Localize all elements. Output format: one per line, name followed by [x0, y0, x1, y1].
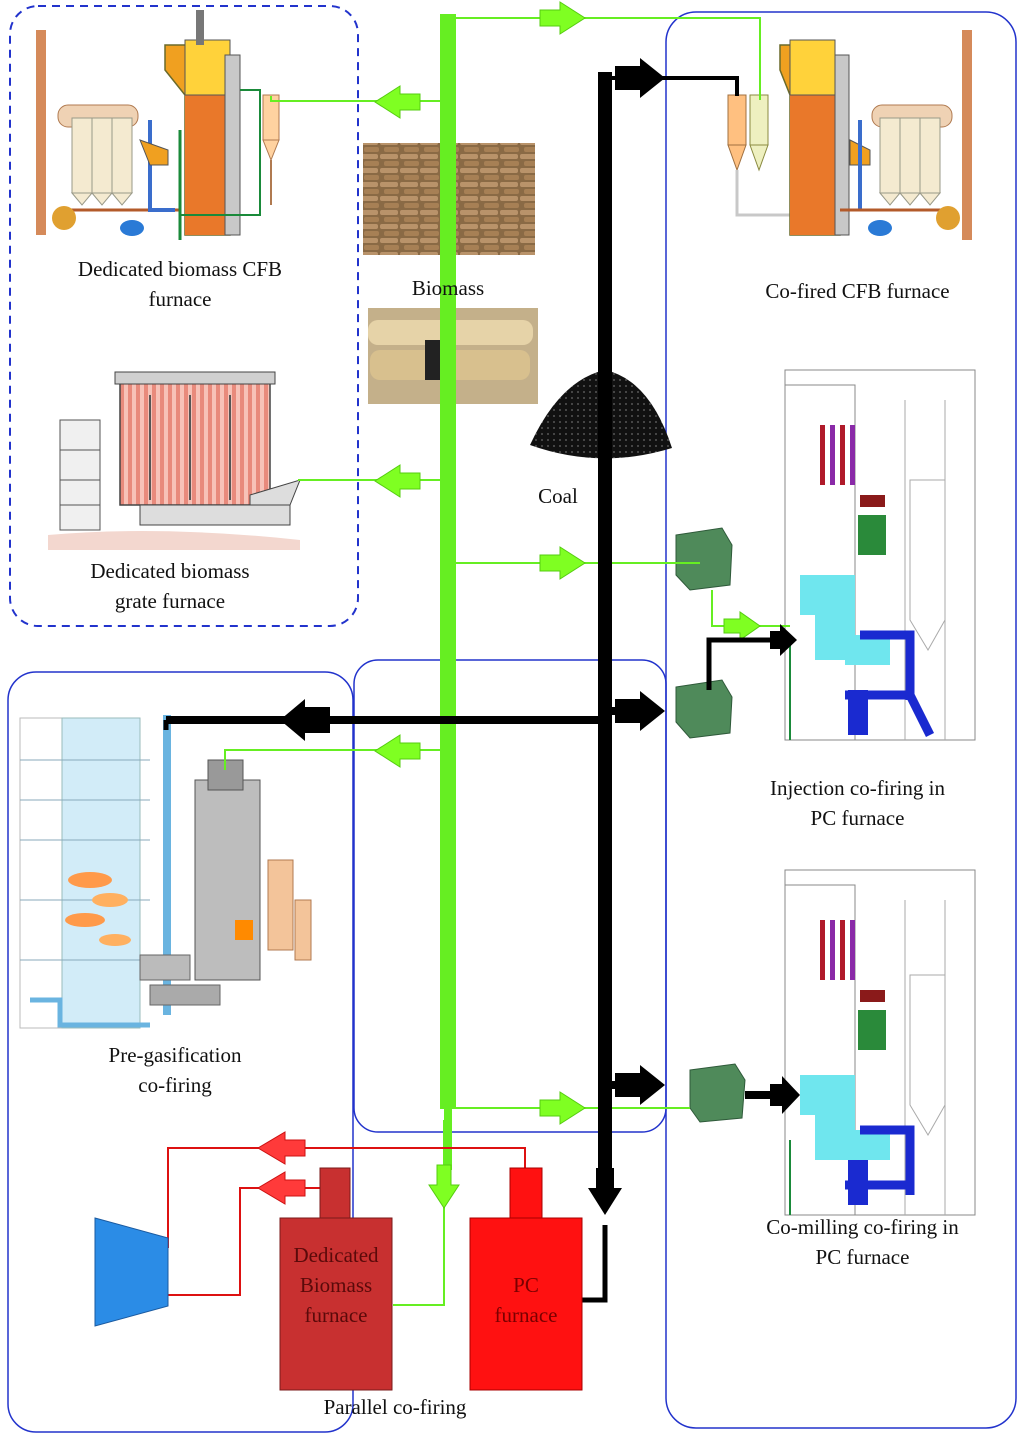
mill-icon [675, 527, 746, 1123]
steam-flow-arrows [257, 1131, 306, 1205]
biomass-trunk [440, 14, 456, 1109]
turbine-icon [94, 1217, 169, 1327]
grate-boiler-icon [48, 371, 301, 550]
coal-flow-arrows [280, 58, 800, 1215]
coal-trunk [598, 72, 612, 1184]
pc-box [469, 1217, 583, 1391]
dedicated-group-outline [9, 5, 359, 627]
pc-box-stack [509, 1167, 543, 1219]
gasifier-icon [19, 715, 312, 1029]
label-dedicated-box-line1: Dedicated [293, 1243, 379, 1267]
label-comilling-line1: Co-milling co-firing in [766, 1215, 959, 1239]
biomass-flow-arrows [374, 1, 761, 1209]
label-pc-box-line2: furnace [494, 1303, 558, 1327]
pregasification-group-outline [7, 671, 354, 1433]
label-coal: Coal [538, 484, 578, 508]
biomass-trunk-lower [444, 1100, 452, 1170]
label-injection-line1: Injection co-firing in [770, 776, 945, 800]
pc-boiler-icon [784, 369, 976, 741]
label-dedicated-grate-line1: Dedicated biomass [90, 559, 250, 583]
pc-boiler-icon [784, 869, 976, 1216]
label-dedicated-box-line3: furnace [304, 1303, 368, 1327]
label-parallel-cofiring: Parallel co-firing [323, 1395, 467, 1419]
cfb-boiler-icon [727, 30, 972, 240]
label-dedicated-grate-line2: grate furnace [114, 589, 226, 613]
dedicated-biomass-box-stack [319, 1167, 351, 1219]
label-pregasification-line1: Pre-gasification [108, 1043, 242, 1067]
label-comilling-line2: PC furnace [815, 1245, 910, 1269]
label-biomass: Biomass [411, 276, 485, 300]
label-dedicated-box-line2: Biomass [299, 1273, 373, 1297]
label-dedicated-cfb-line1: Dedicated biomass CFB [77, 257, 283, 281]
dedicated-biomass-box [279, 1217, 393, 1391]
label-cofired-cfb: Co-fired CFB furnace [765, 279, 950, 303]
cfb-boiler-icon [36, 10, 280, 240]
label-pc-box-line1: PC [513, 1273, 539, 1297]
label-pregasification-line2: co-firing [138, 1073, 212, 1097]
label-injection-line2: PC furnace [810, 806, 905, 830]
label-dedicated-cfb-line2: furnace [148, 287, 212, 311]
central-group-outline [353, 659, 667, 1133]
